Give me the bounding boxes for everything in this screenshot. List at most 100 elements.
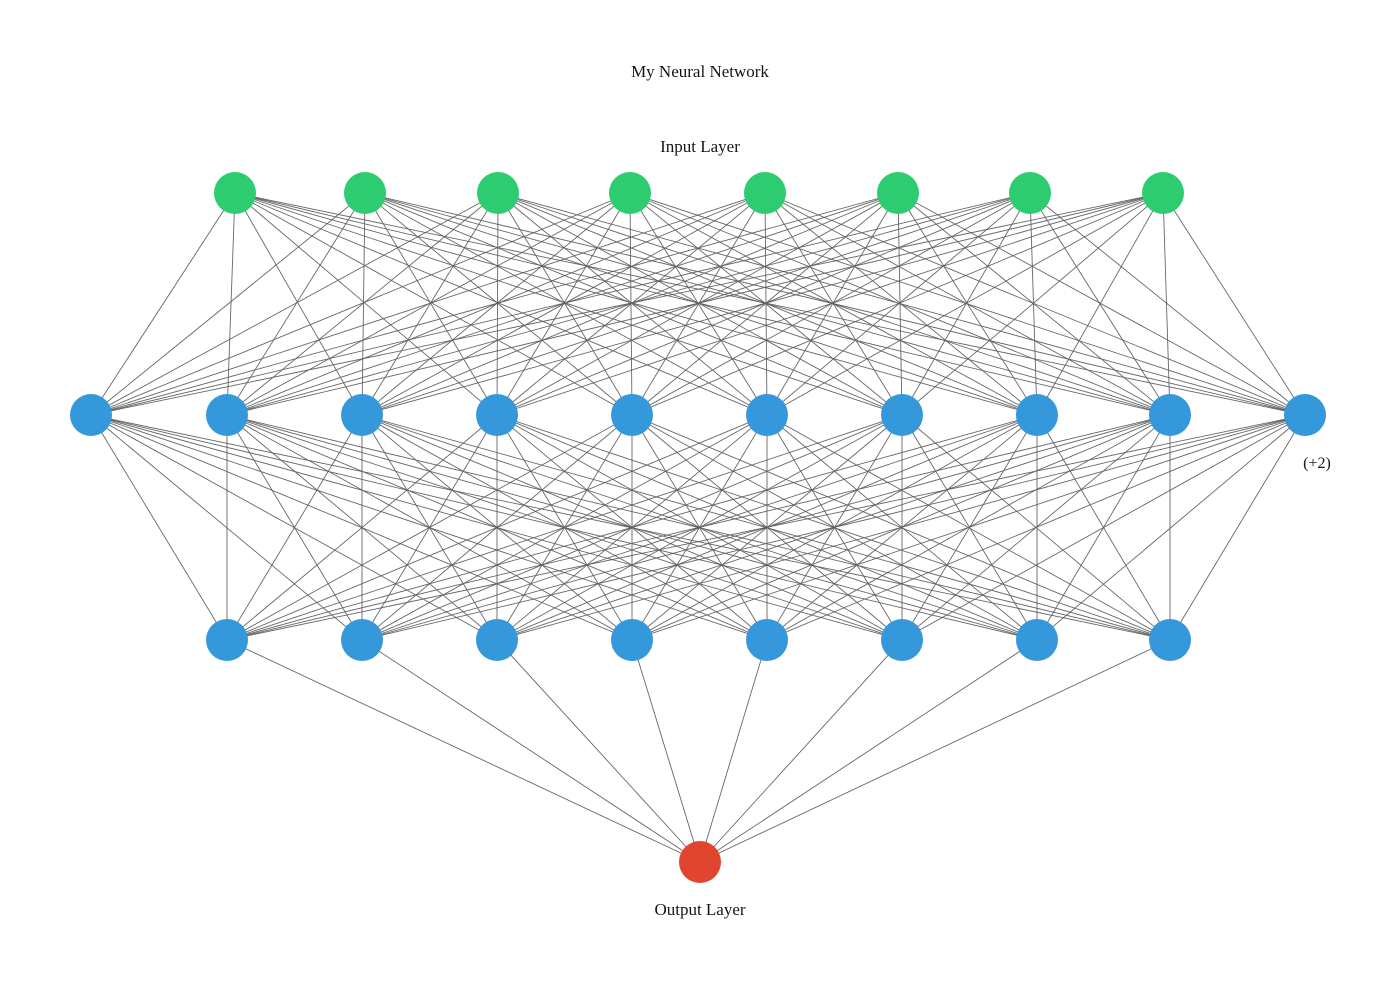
network-edge — [1162, 192, 1171, 416]
network-node-input-4[interactable] — [609, 172, 651, 214]
network-node-hidden-1-3[interactable] — [341, 394, 383, 436]
network-edge — [226, 414, 633, 641]
network-edge — [901, 192, 1164, 416]
network-edge — [90, 414, 363, 641]
input-layer-label: Input Layer — [660, 137, 740, 156]
network-edge — [699, 639, 1171, 863]
network-edge — [699, 639, 768, 863]
network-node-hidden-1-5[interactable] — [611, 394, 653, 436]
network-edge — [90, 192, 899, 416]
network-node-output-1[interactable] — [679, 841, 721, 883]
network-node-hidden-1-6[interactable] — [746, 394, 788, 436]
network-edge — [234, 192, 363, 416]
network-node-hidden-1-2[interactable] — [206, 394, 248, 436]
network-edge — [766, 192, 899, 416]
network-edge — [234, 192, 1171, 416]
network-edge — [631, 639, 701, 863]
network-edge — [226, 192, 366, 416]
network-edge — [766, 414, 1306, 641]
network-edge — [364, 192, 633, 416]
network-node-hidden-1-1[interactable] — [70, 394, 112, 436]
network-edge — [226, 414, 1306, 641]
network-node-input-3[interactable] — [477, 172, 519, 214]
network-edge — [897, 192, 1306, 416]
network-edge — [1036, 192, 1164, 416]
network-edge — [764, 192, 1038, 416]
network-node-hidden-2-6[interactable] — [881, 619, 923, 661]
network-edge — [496, 414, 1306, 641]
network-node-input-2[interactable] — [344, 172, 386, 214]
network-edge — [226, 414, 498, 641]
network-edge — [699, 639, 903, 863]
network-edge — [226, 192, 1164, 416]
network-edge — [901, 192, 1031, 416]
network-node-hidden-1-10[interactable] — [1284, 394, 1326, 436]
network-edge — [897, 192, 903, 416]
network-node-hidden-2-3[interactable] — [476, 619, 518, 661]
network-edge — [361, 414, 1306, 641]
network-edge — [226, 639, 701, 863]
network-edge — [90, 414, 228, 641]
network-node-input-6[interactable] — [877, 172, 919, 214]
network-edge — [764, 192, 903, 416]
network-edge — [226, 414, 1038, 641]
network-edge — [631, 414, 1306, 641]
network-edge — [90, 192, 499, 416]
network-edge — [497, 192, 768, 416]
network-node-input-1[interactable] — [214, 172, 256, 214]
hidden-layer-extra-count-label: (+2) — [1303, 455, 1331, 472]
network-edge — [90, 192, 236, 416]
network-node-hidden-1-4[interactable] — [476, 394, 518, 436]
network-edge — [764, 192, 1306, 416]
network-edge — [901, 414, 1306, 641]
network-edge — [90, 192, 1031, 416]
network-node-hidden-1-7[interactable] — [881, 394, 923, 436]
network-edge — [234, 192, 768, 416]
network-node-hidden-2-5[interactable] — [746, 619, 788, 661]
network-edge — [764, 192, 768, 416]
network-edge — [226, 414, 363, 641]
network-edge — [496, 192, 899, 416]
network-edge — [234, 192, 1306, 416]
network-edge — [897, 192, 1038, 416]
node-group — [70, 172, 1326, 883]
network-edge — [1162, 192, 1306, 416]
network-node-hidden-2-4[interactable] — [611, 619, 653, 661]
network-node-hidden-1-8[interactable] — [1016, 394, 1058, 436]
network-node-hidden-2-2[interactable] — [341, 619, 383, 661]
network-edge — [897, 192, 1171, 416]
edge-group — [90, 192, 1306, 863]
network-node-hidden-1-9[interactable] — [1149, 394, 1191, 436]
network-edge — [226, 414, 903, 641]
network-node-hidden-2-1[interactable] — [206, 619, 248, 661]
network-edge — [234, 192, 498, 416]
network-node-hidden-2-7[interactable] — [1016, 619, 1058, 661]
network-edge — [90, 192, 631, 416]
network-edge — [1036, 414, 1306, 641]
network-edge — [766, 192, 1164, 416]
network-edge — [226, 192, 236, 416]
network-node-input-8[interactable] — [1142, 172, 1184, 214]
network-edge — [699, 639, 1038, 863]
network-edge — [364, 192, 903, 416]
network-edge — [631, 192, 1164, 416]
network-edge — [90, 192, 1164, 416]
network-edge — [1029, 192, 1306, 416]
network-edge — [497, 192, 633, 416]
network-edge — [364, 192, 498, 416]
network-edge — [361, 639, 701, 863]
network-node-input-5[interactable] — [744, 172, 786, 214]
network-node-input-7[interactable] — [1009, 172, 1051, 214]
network-edge — [364, 192, 768, 416]
network-edge — [497, 192, 903, 416]
network-edge — [234, 192, 903, 416]
network-edge — [496, 192, 1164, 416]
network-edge — [364, 192, 1038, 416]
network-node-hidden-2-8[interactable] — [1149, 619, 1191, 661]
network-edge — [226, 414, 1171, 641]
network-edge — [361, 192, 1164, 416]
network-edge — [631, 192, 766, 416]
network-edge — [234, 192, 633, 416]
